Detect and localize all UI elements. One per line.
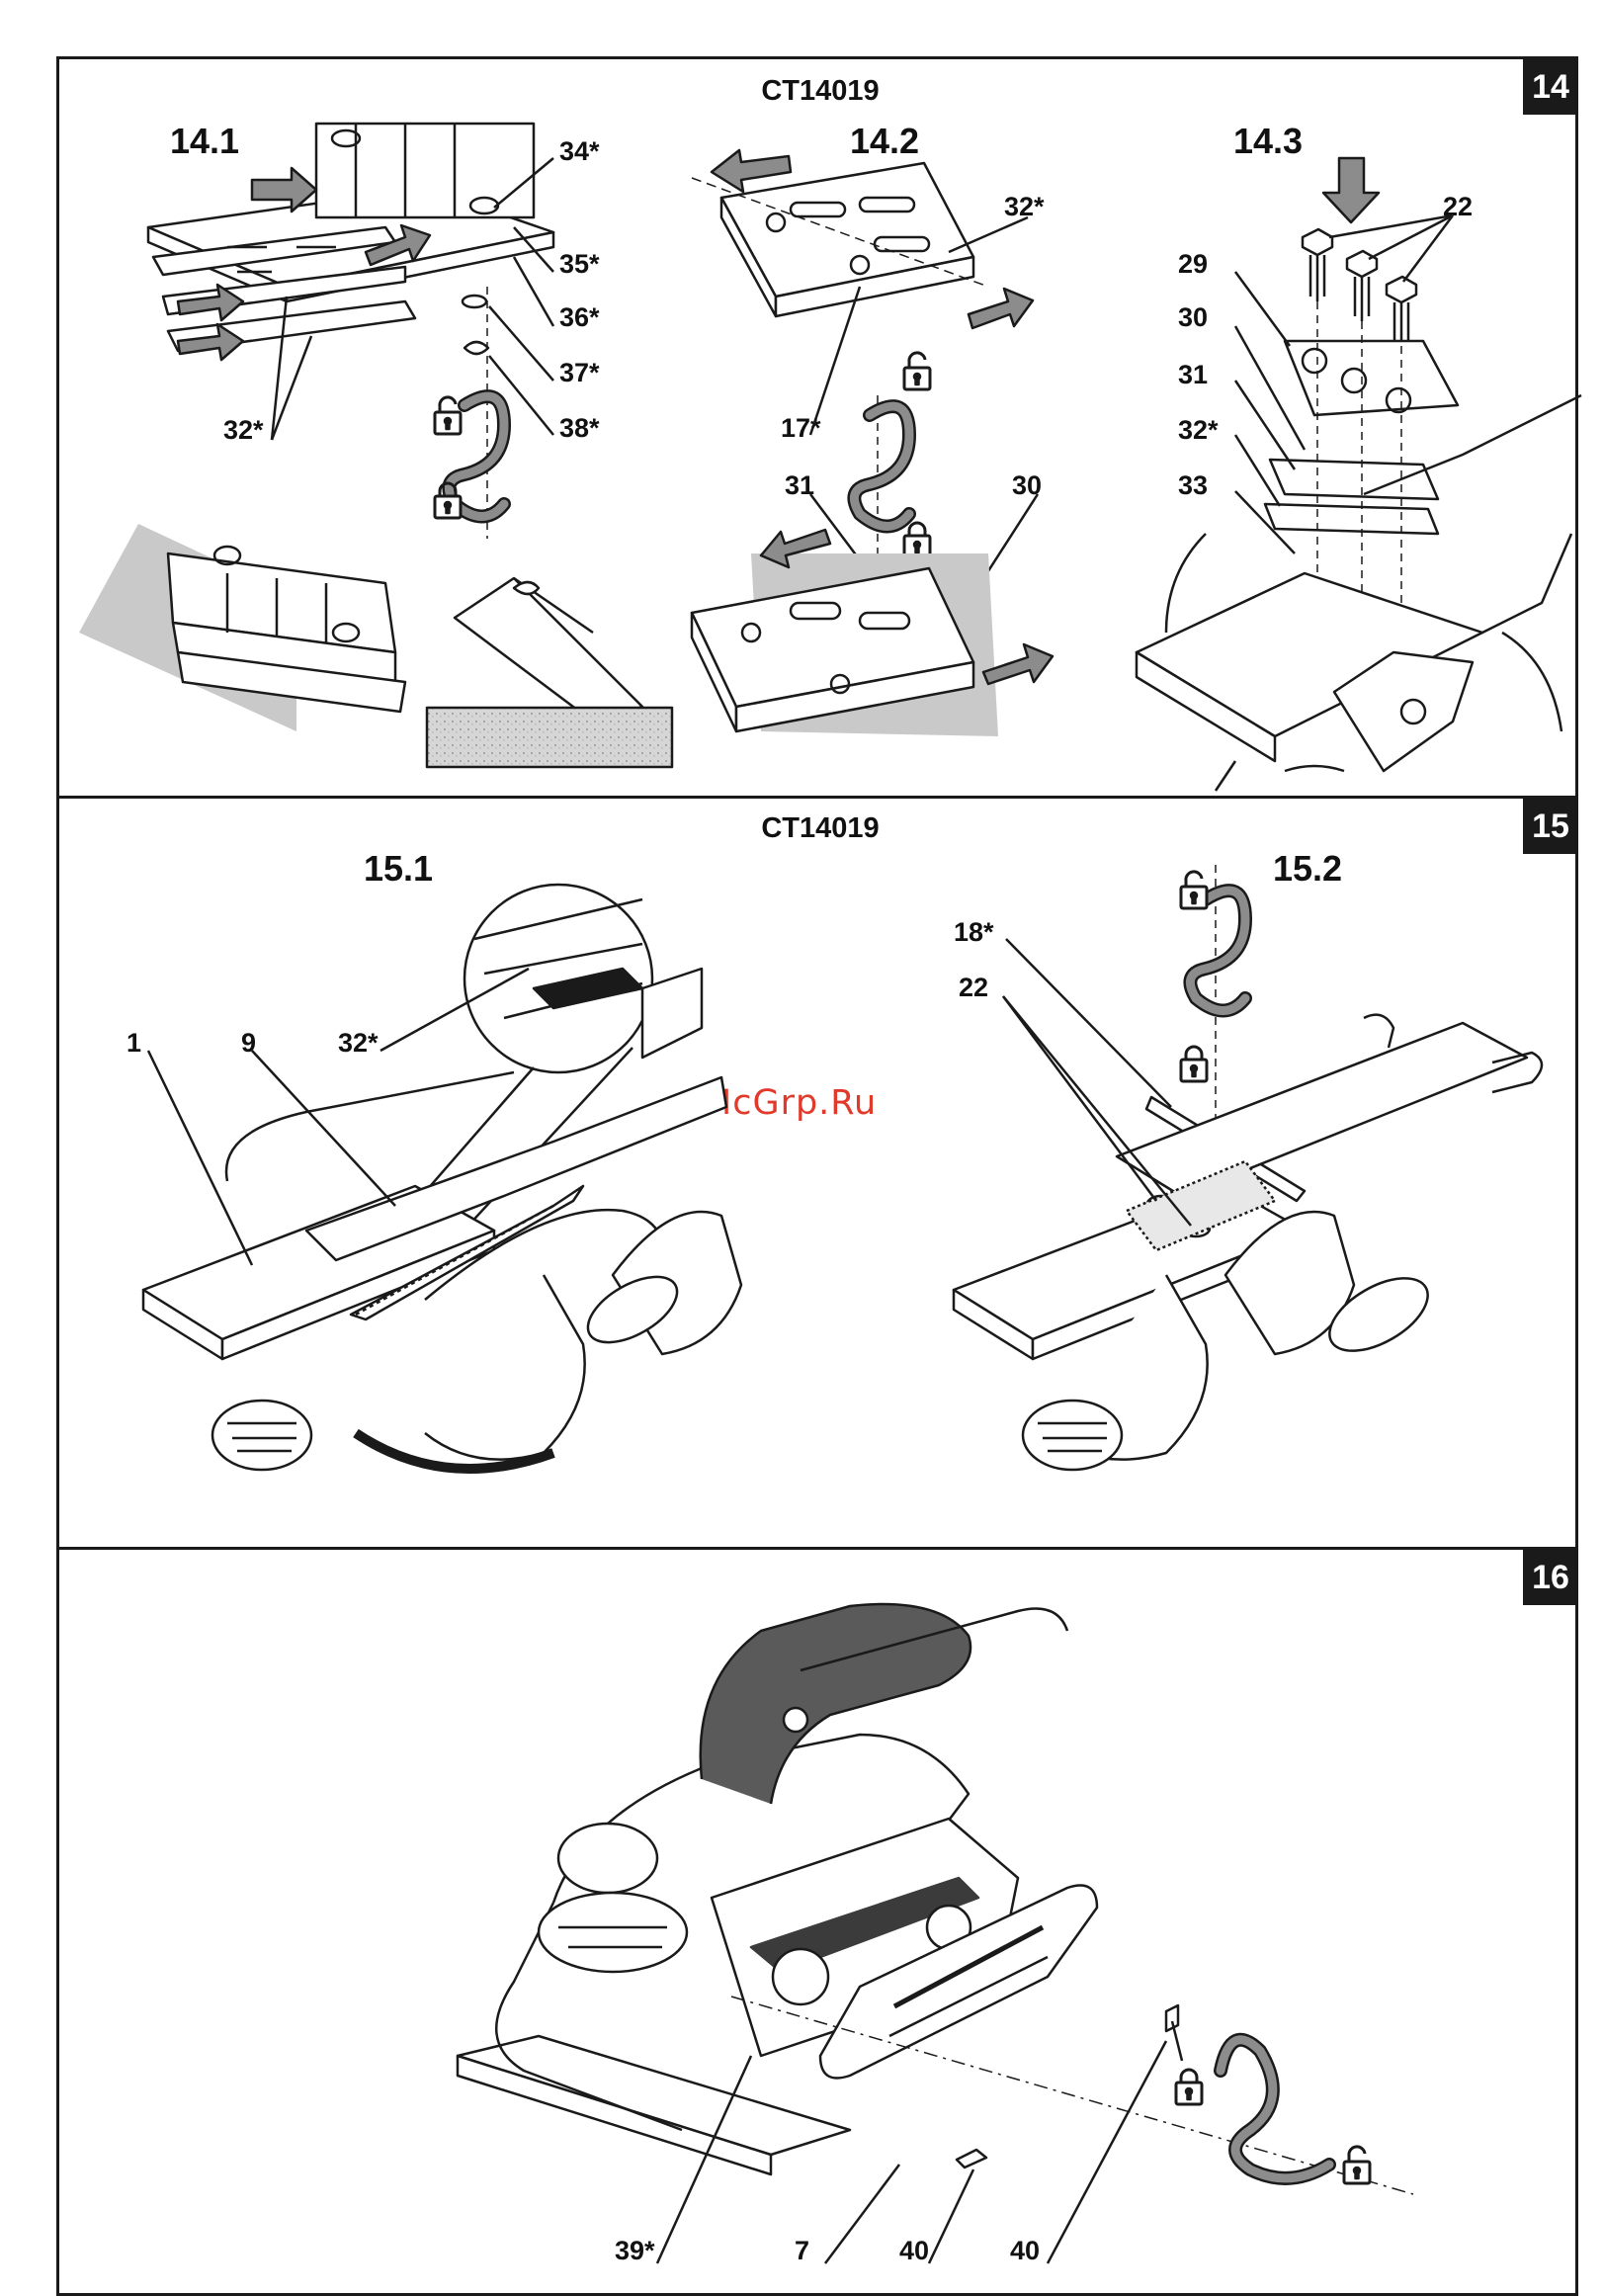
lock-open-icon <box>1181 872 1207 908</box>
lock-open-icon <box>435 397 461 434</box>
lock-open-icon <box>1344 2147 1370 2183</box>
push-arrow-icon <box>712 150 791 192</box>
planer-base-15-1 <box>143 885 741 1470</box>
push-arrow-icon <box>1323 158 1379 222</box>
lock-open-icon <box>904 353 930 389</box>
push-arrow-icon <box>969 289 1033 328</box>
blade-assembly-exploded <box>148 124 553 354</box>
planer-base-15-2 <box>954 1015 1542 1470</box>
lock-closed-icon <box>1181 1047 1207 1081</box>
planer-side-16 <box>458 1604 1097 2174</box>
bolts-22 <box>1303 229 1416 346</box>
lock-closed-icon <box>1176 2070 1202 2104</box>
planer-base-14-3 <box>1137 395 1581 791</box>
lock-closed-icon <box>904 523 930 557</box>
